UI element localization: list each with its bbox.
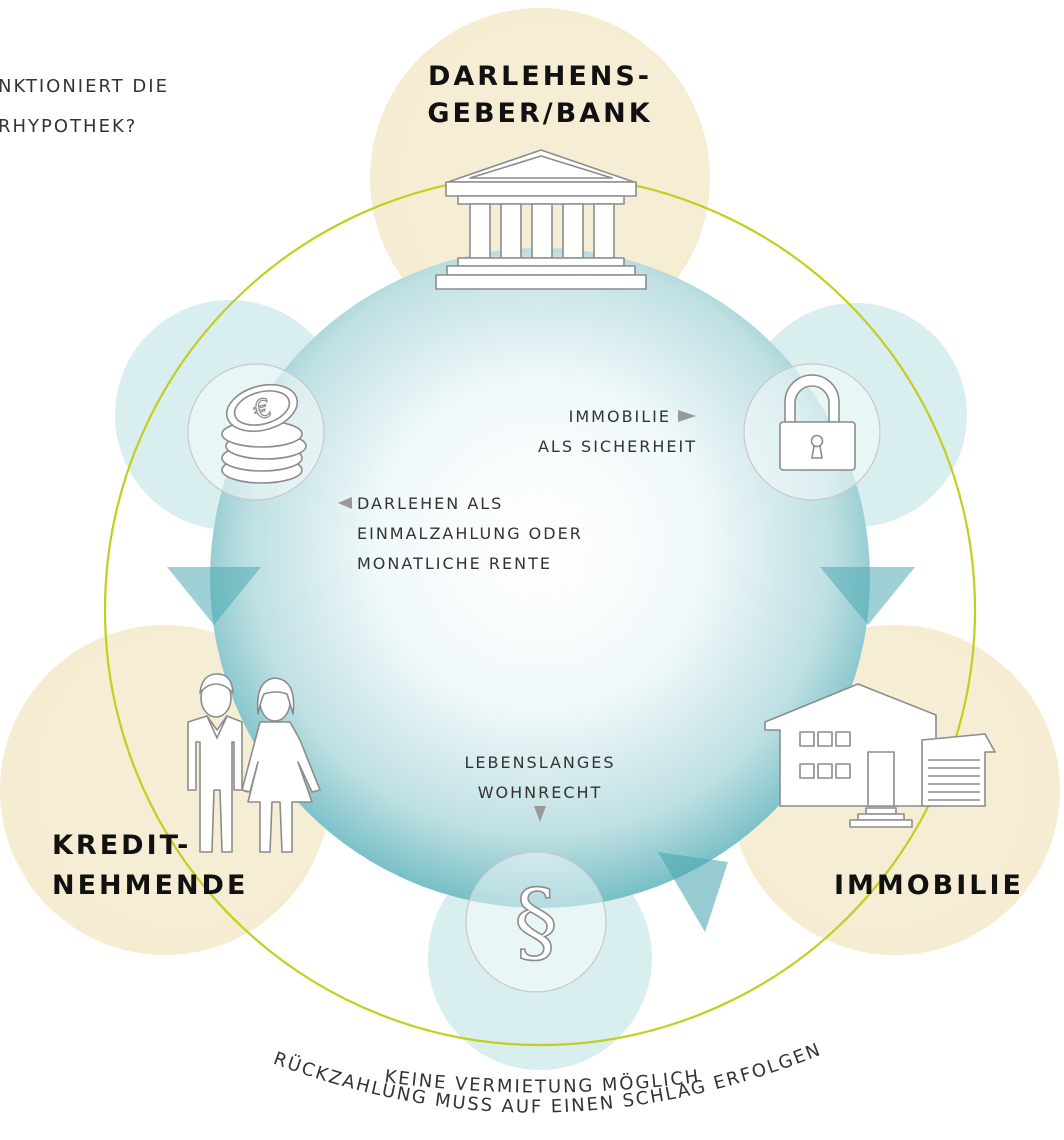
- title-line-2: RHYPOTHEK?: [0, 116, 137, 137]
- security-flow-line-1: IMMOBILIE: [569, 407, 671, 426]
- svg-text:§: §: [514, 870, 558, 973]
- loan-flow-line-2: EINMALZAHLUNG ODER: [357, 524, 583, 543]
- arrow-left-icon: [338, 497, 352, 509]
- flow-arrow-bottom: [658, 852, 728, 932]
- house-icon: [764, 683, 996, 828]
- loan-flow-line-1: DARLEHEN ALS: [357, 494, 503, 513]
- padlock-icon: [779, 374, 856, 471]
- arrow-right-icon: [678, 410, 696, 422]
- title-line-1: NKTIONIERT DIE: [0, 76, 169, 97]
- arrow-down-icon: [534, 806, 546, 822]
- borrower-label-line-1: KREDIT-: [52, 830, 191, 861]
- law-icon-circle: [465, 851, 607, 993]
- property-label: IMMOBILIE: [834, 870, 1024, 901]
- central-disc: [210, 248, 870, 908]
- loan-flow-line-3: MONATLICHE RENTE: [357, 554, 552, 573]
- residence-flow-line-1: LEBENSLANGES: [464, 753, 615, 772]
- security-flow-line-2: ALS SICHERHEIT: [538, 437, 697, 456]
- flow-arrow-right: [820, 567, 915, 625]
- bank-label-line-2: GEBER/BANK: [427, 98, 652, 129]
- residence-flow-line-2: WOHNRECHT: [478, 783, 603, 802]
- flow-arrow-left: [167, 567, 261, 625]
- bank-label-line-1: DARLEHENS-: [428, 61, 652, 92]
- couple-icon: [187, 673, 321, 853]
- bank-building-icon: [435, 149, 647, 290]
- euro-coins-icon: €: [221, 383, 307, 484]
- borrower-label-line-2: NEHMENDE: [52, 870, 248, 901]
- paragraph-icon: §: [513, 869, 559, 974]
